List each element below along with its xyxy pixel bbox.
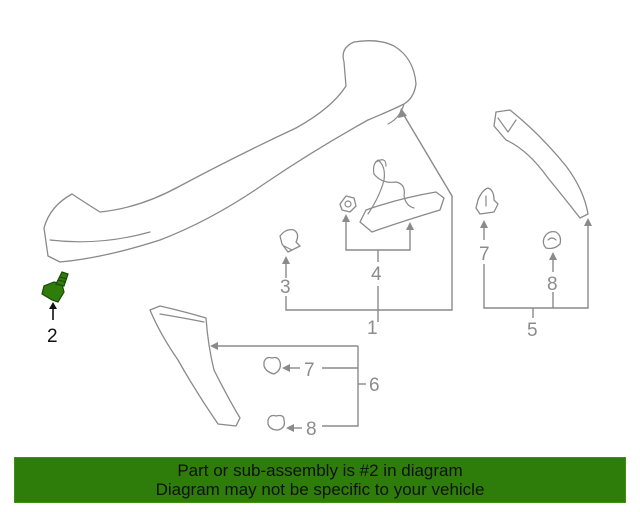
push-clip-part[interactable] bbox=[279, 228, 301, 253]
callout-8-lower: 8 bbox=[306, 419, 317, 440]
callout-6: 6 bbox=[369, 375, 380, 396]
bolt-part-highlighted[interactable] bbox=[41, 271, 69, 303]
pillar-fastener-part[interactable] bbox=[542, 230, 562, 250]
banner-line-1: Part or sub-assembly is #2 in diagram bbox=[177, 461, 463, 480]
callout-5: 5 bbox=[527, 320, 538, 341]
callout-8-upper: 8 bbox=[547, 274, 558, 295]
callout-4: 4 bbox=[371, 264, 382, 285]
trim-clip-part[interactable] bbox=[263, 356, 282, 375]
spoiler-part[interactable] bbox=[43, 40, 417, 263]
banner-line-2: Diagram may not be specific to your vehi… bbox=[155, 480, 485, 499]
trim-fastener-part[interactable] bbox=[267, 414, 286, 431]
stop-lamp-part[interactable] bbox=[359, 159, 445, 233]
pillar-clip-part[interactable] bbox=[475, 187, 499, 215]
callout-7-lower: 7 bbox=[304, 360, 315, 381]
callout-7-upper: 7 bbox=[479, 244, 490, 265]
lamp-grommet-part[interactable] bbox=[339, 195, 357, 213]
callout-2: 2 bbox=[47, 326, 58, 347]
leader-lines bbox=[49, 108, 592, 432]
callout-1: 1 bbox=[367, 318, 378, 339]
pillar-trim-part[interactable] bbox=[493, 109, 589, 219]
lower-trim-part[interactable] bbox=[149, 305, 241, 427]
callout-3: 3 bbox=[280, 277, 291, 298]
info-banner: Part or sub-assembly is #2 in diagram Di… bbox=[14, 457, 626, 503]
